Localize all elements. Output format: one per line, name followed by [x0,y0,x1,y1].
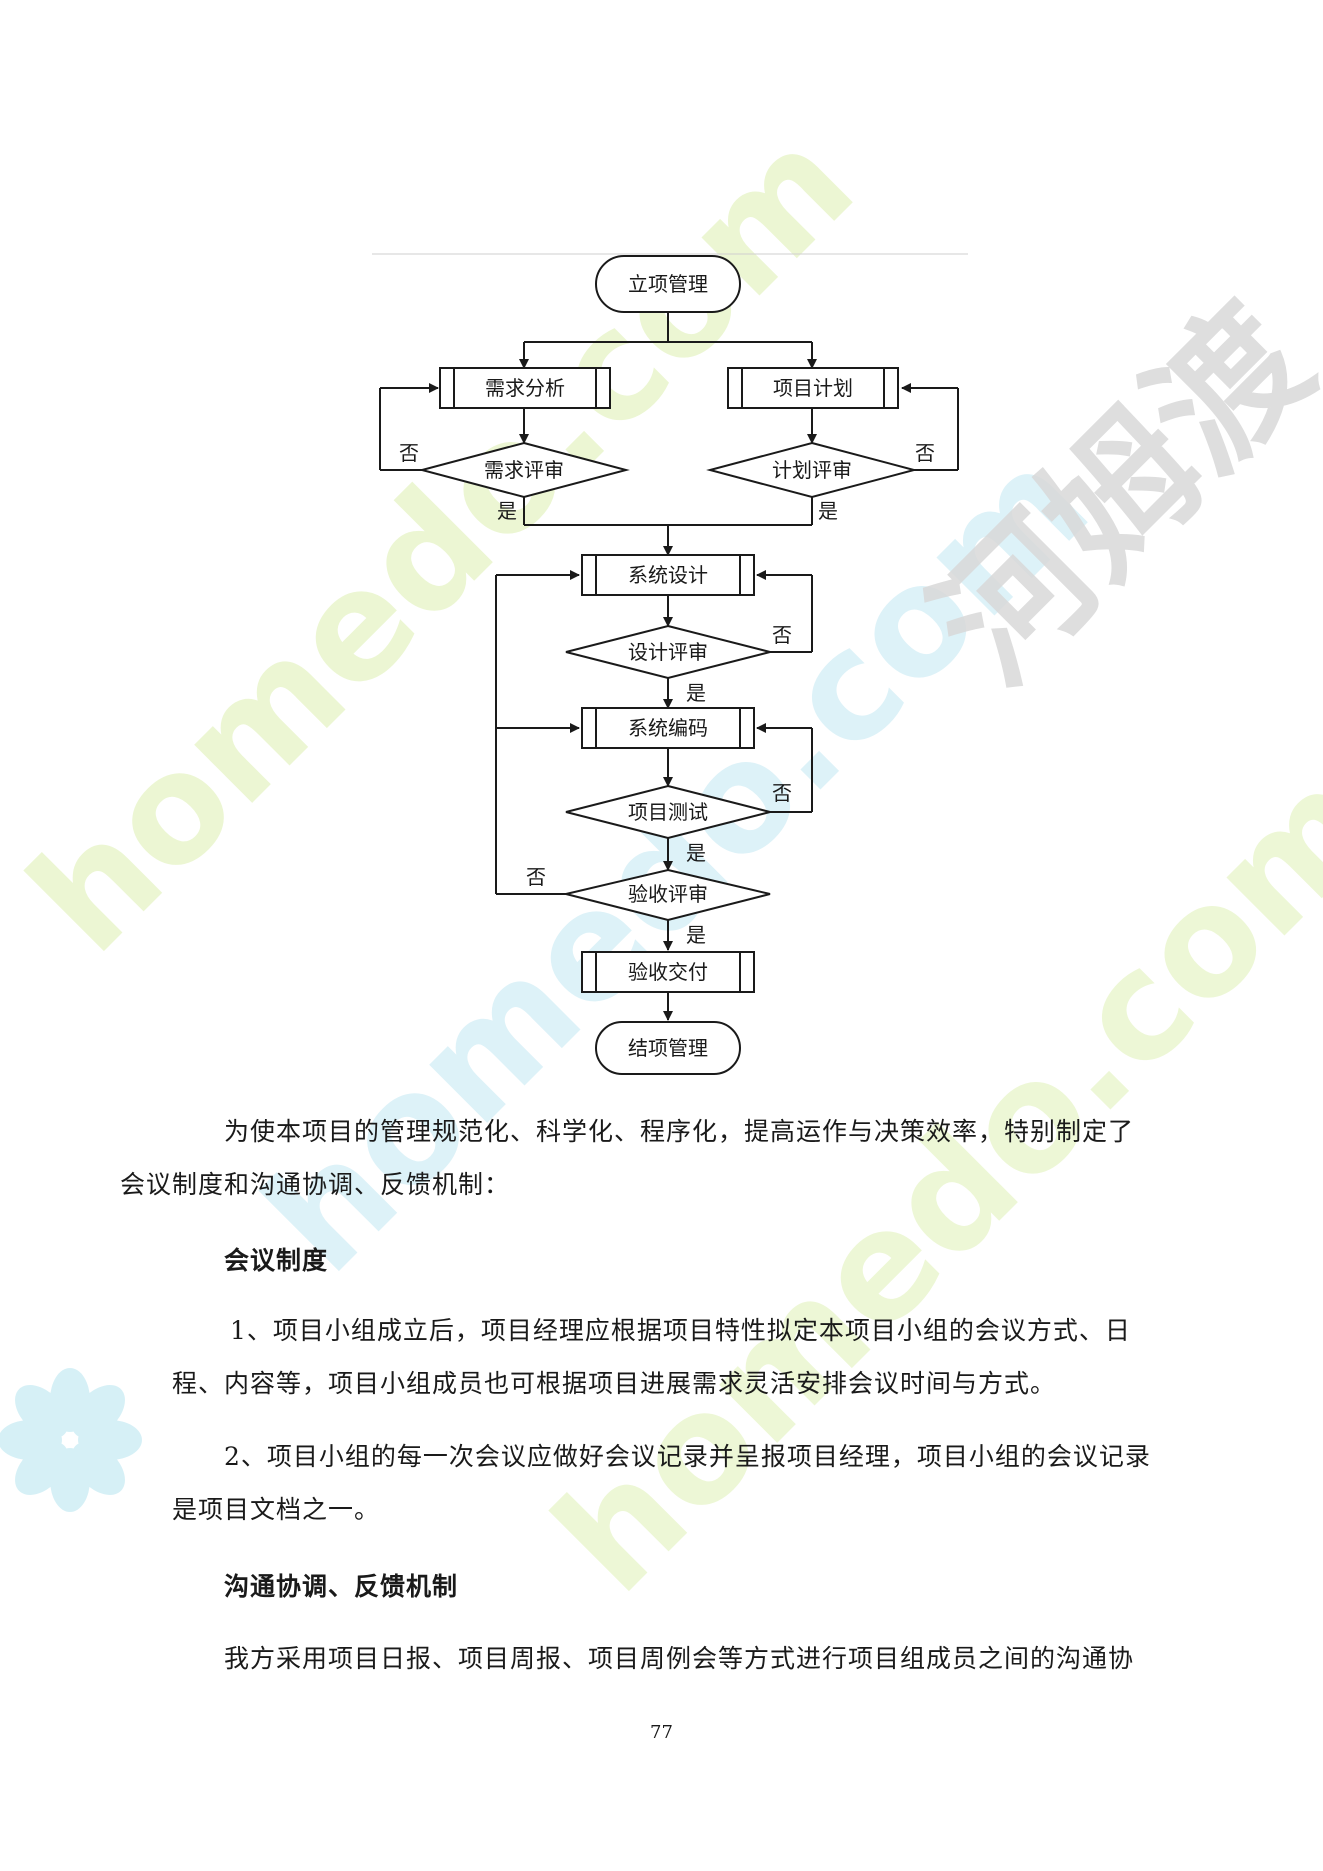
flow-yes-label-accept: 是 [686,923,706,947]
flow-accept-delivery-label: 验收交付 [628,960,708,984]
page-number: 77 [650,1722,673,1743]
flow-plan-review-node [706,441,918,499]
meeting-item-2-line-2: 是项目文档之一。 [172,1495,381,1524]
meeting-item-2: 2、项目小组的每一次会议应做好会议记录并呈报项目经理，项目小组的会议记录 是项目… [172,1430,1174,1536]
flow-proj-test-node [565,784,771,840]
flow-req-analysis-node [439,367,611,409]
flow-no-label-plan: 否 [915,441,935,465]
flow-no-label-accept: 否 [526,865,546,889]
flow-req-analysis-label: 需求分析 [485,376,565,400]
flow-proj-plan-node [727,367,899,409]
flowchart: 立项管理 需求分析 项目计划 需求评审 计划评审 系统设计 设计评审 系统编码 … [372,253,968,1075]
meeting-item-1: 1、项目小组成立后，项目经理应根据项目特性拟定本项目小组的会议方式、日 程、内容… [172,1304,1174,1410]
flow-no-label-req: 否 [399,441,419,465]
flow-accept-delivery-node [581,951,755,993]
flow-end-node [595,1021,741,1075]
flow-req-review-label: 需求评审 [484,458,564,482]
heading-meeting-system: 会议制度 [224,1246,329,1275]
communication-line-1: 我方采用项目日报、项目周报、项目周例会等方式进行项目组成员之间的沟通协 [224,1644,1135,1673]
heading-communication: 沟通协调、反馈机制 [224,1572,459,1601]
flow-end-label: 结项管理 [628,1036,708,1060]
flow-accept-review-label: 验收评审 [628,882,708,906]
meeting-item-1-line-1: 1、项目小组成立后，项目经理应根据项目特性拟定本项目小组的会议方式、日 [230,1316,1131,1345]
flow-req-review-node [418,441,630,499]
intro-paragraph: 为使本项目的管理规范化、科学化、程序化，提高运作与决策效率，特别制定了 会议制度… [120,1105,1174,1211]
flow-proj-plan-label: 项目计划 [773,376,853,400]
flow-start-label: 立项管理 [628,272,708,296]
flow-sys-design-node [581,554,755,596]
flow-sys-coding-label: 系统编码 [628,716,708,740]
meeting-item-2-line-1: 2、项目小组的每一次会议应做好会议记录并呈报项目经理，项目小组的会议记录 [224,1442,1151,1471]
flow-proj-test-label: 项目测试 [628,800,708,824]
flow-accept-review-node [565,868,771,922]
flow-no-label-design: 否 [772,623,792,647]
flow-design-review-label: 设计评审 [628,640,708,664]
flow-no-label-test: 否 [772,781,792,805]
flow-yes-label-plan: 是 [818,499,838,523]
intro-line-2: 会议制度和沟通协调、反馈机制： [120,1170,511,1199]
meeting-item-1-line-2: 程、内容等，项目小组成员也可根据项目进展需求灵活安排会议时间与方式。 [172,1369,1057,1398]
flow-design-review-node [565,624,771,680]
flow-sys-design-label: 系统设计 [628,563,708,587]
flow-yes-label-req: 是 [497,499,517,523]
flow-yes-label-test: 是 [686,841,706,865]
communication-paragraph: 我方采用项目日报、项目周报、项目周例会等方式进行项目组成员之间的沟通协 [172,1632,1174,1685]
flow-plan-review-label: 计划评审 [772,458,852,482]
flow-sys-coding-node [581,707,755,749]
flow-yes-label-design: 是 [686,681,706,705]
flow-start-node [595,255,741,313]
intro-line-1: 为使本项目的管理规范化、科学化、程序化，提高运作与决策效率，特别制定了 [224,1117,1135,1146]
